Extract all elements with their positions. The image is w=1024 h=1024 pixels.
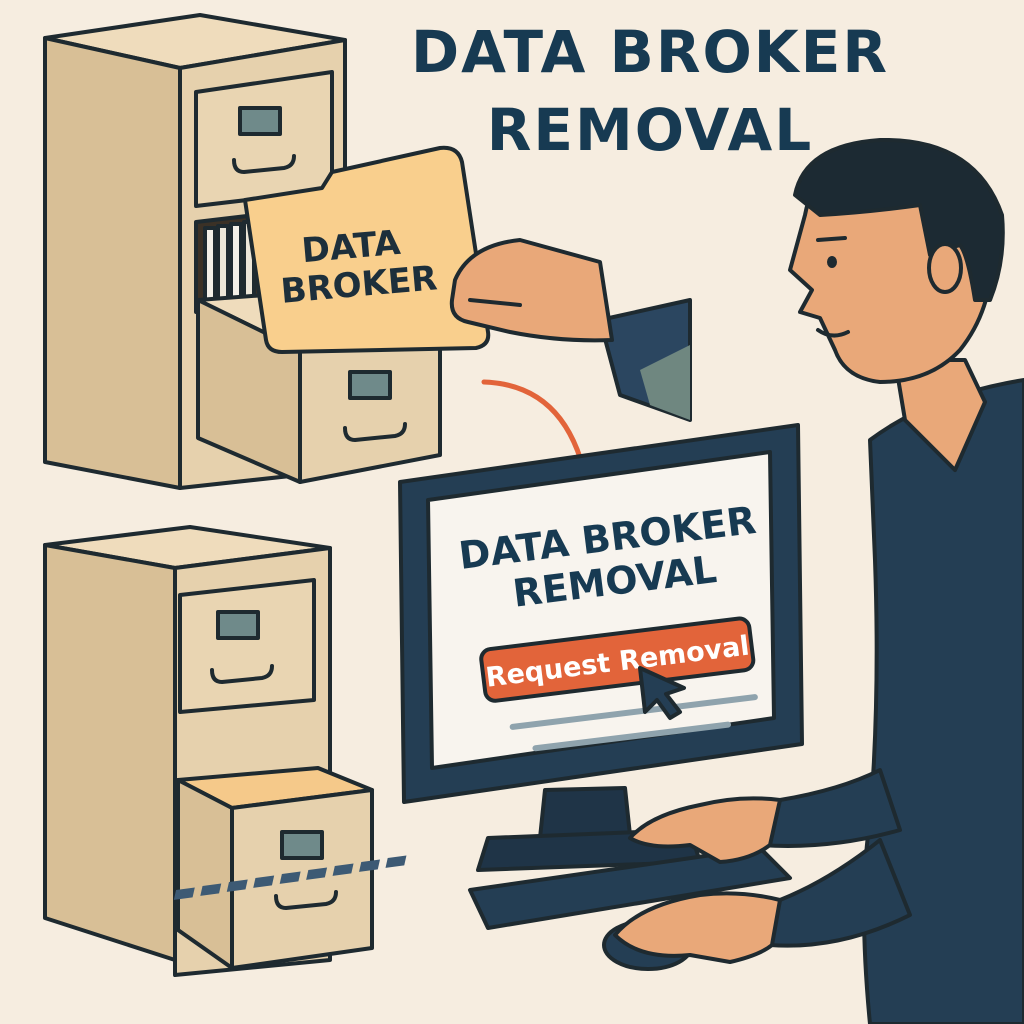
hair xyxy=(793,137,1005,302)
page-title: DATA BROKER REMOVAL xyxy=(411,18,889,164)
keyboard[interactable] xyxy=(173,846,792,930)
drawer-label-slot xyxy=(238,106,282,136)
drawer-handle xyxy=(274,890,338,910)
screen-text-line xyxy=(509,694,758,730)
title-line-1: DATA BROKER xyxy=(411,18,889,86)
hand xyxy=(449,238,614,343)
ear xyxy=(927,242,963,294)
shirt xyxy=(862,378,1024,1024)
man-at-computer xyxy=(613,137,1024,1024)
monitor-stand xyxy=(538,786,632,840)
hand-on-mouse xyxy=(613,891,782,964)
mouse-pointer-icon xyxy=(638,666,686,720)
drawer-handle xyxy=(232,154,296,174)
neck xyxy=(893,358,987,472)
open-drawer-front xyxy=(230,788,374,970)
keyboard-keys xyxy=(173,855,407,900)
eye xyxy=(827,256,837,268)
data-broker-folder: DATA BROKER xyxy=(243,145,491,354)
cabinet-drawer-upper xyxy=(178,578,316,714)
cabinet-drawer-upper xyxy=(194,70,334,208)
folder-label-line-1: DATA xyxy=(300,223,403,272)
hand-holding-folder xyxy=(449,238,692,422)
filing-cabinet-top xyxy=(43,13,442,490)
drawer-label-slot xyxy=(216,610,260,640)
drawer-handle xyxy=(210,664,274,684)
sleeve-right xyxy=(758,768,902,848)
mouth xyxy=(816,328,850,338)
filing-cabinet-bottom xyxy=(43,525,374,977)
drawer-label-slot xyxy=(348,370,392,400)
sleeve-shadow xyxy=(640,345,690,420)
screen-text-line xyxy=(532,721,732,752)
cabinet-side-face xyxy=(43,36,182,490)
monitor-screen xyxy=(426,450,776,770)
drawer-label-slot xyxy=(280,830,324,860)
title-line-2: REMOVAL xyxy=(487,96,814,164)
hand-on-keyboard xyxy=(628,796,782,864)
computer-monitor: DATA BROKER REMOVAL Request Removal xyxy=(398,423,804,872)
drawer-handle xyxy=(343,422,407,442)
